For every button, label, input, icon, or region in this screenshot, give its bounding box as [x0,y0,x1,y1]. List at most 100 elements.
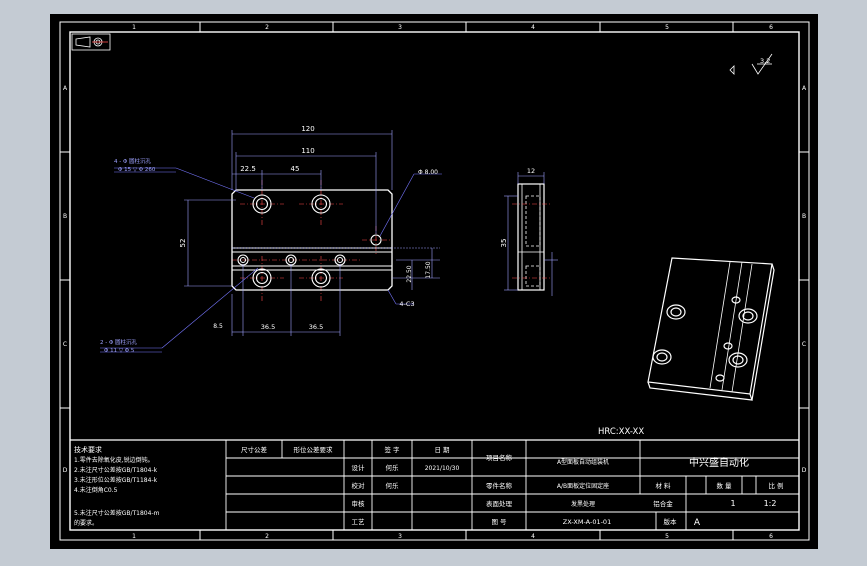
dim-chamfer: 4-C3 [399,300,414,308]
iso-hole-icon [728,352,748,368]
iso-hole-icon [738,308,758,324]
row-label-right: C [802,341,806,348]
dimension-texts: 120 110 22.5 45 52 Φ 8.00 22.50 17.50 8.… [179,125,438,331]
dim-pitch-b: 36.5 [309,323,323,331]
hole-callouts: 4 - Φ 圆柱沉孔 Φ 15 ▽ Φ 260 2 - Φ 圆柱沉孔 Φ 11 … [100,157,156,354]
iso-hole-icon [666,304,686,320]
tb-date: 2021/10/30 [425,465,460,472]
tb-l-version: 版本 [664,517,678,526]
dim-right-hole: Φ 8.00 [418,169,438,176]
notes-line: 1.零件去除氧化皮,锐边倒钝。 [74,456,154,464]
hardness-spec: HRC:XX-XX [598,427,644,437]
dimension-lines [184,130,440,336]
col-label-bottom: 1 [132,533,136,540]
dim-pitch-a: 36.5 [261,323,275,331]
row-label-right: A [802,85,807,92]
col-label-top: 4 [531,24,535,31]
surface-roughness-icon [729,53,773,75]
notes-line: 2.未注尺寸公差按GB/T1804-k [74,466,158,474]
isometric-view [647,257,775,401]
side-view-outline [517,183,545,291]
tb-part: A/B面板定位固定座 [557,482,609,490]
tb-checker: 何乐 [386,481,400,490]
tb-l-part: 零件名称 [486,481,513,490]
tb-r-review: 审核 [352,499,366,508]
counterbore-hole-icon [311,268,331,288]
tb-company: 中兴盛自动化 [689,456,749,469]
col-label-top: 2 [265,24,269,31]
counterbore-holes [237,194,382,288]
tb-h-form: 形位公差要求 [294,445,334,454]
tb-h-date: 日 期 [434,446,450,454]
tb-r-design: 设计 [352,463,366,472]
tb-r-check: 校对 [352,481,366,490]
title-block-texts: 尺寸公差 形位公差要求 签 字 日 期 设计 校对 审核 工艺 何乐 何乐 20… [241,445,784,528]
side-view: 12 35 [500,167,558,296]
tb-designer: 何乐 [386,463,400,472]
notes-line: 3.未注形位公差按GB/T1184-k [74,476,158,484]
row-label-left: D [63,467,68,474]
tb-drawno: ZX-XM-A-01-01 [563,518,611,526]
technical-notes: 技术要求 1.零件去除氧化皮,锐边倒钝。 2.未注尺寸公差按GB/T1804-k… [74,445,160,527]
row-label-right: D [802,467,807,474]
col-label-bottom: 6 [769,533,773,540]
notes-line: 5.未注尺寸公差按GB/T1804-m [74,509,160,517]
notes-line: 4.未注倒角C0.5 [74,486,118,494]
counterbore-hole-icon [252,268,272,288]
tb-qty: 1 [730,499,735,508]
tb-h-sign: 签 字 [384,445,400,454]
tb-r-craft: 工艺 [352,518,366,526]
notes-title: 技术要求 [74,445,102,454]
col-label-top: 3 [398,24,402,31]
row-label-left: B [63,213,67,220]
notes-line: 的要求。 [74,519,98,527]
hole-note-top: Φ 15 ▽ Φ 260 [118,167,156,173]
dim-side-width: 12 [527,167,535,175]
tb-process: 发黑处理 [571,500,595,508]
tb-material: 铝合金 [653,499,673,508]
frame-zone-labels: 1 2 3 4 5 6 1 2 3 4 5 6 A B C D A B C D [63,24,807,540]
dim-row-b: 17.50 [425,261,432,278]
col-label-bottom: 2 [265,533,269,540]
counterbore-hole-icon [252,194,272,214]
tb-scale: 1:2 [764,499,777,508]
iso-hole-icon [652,349,672,365]
tb-h-size: 尺寸公差 [241,445,268,454]
col-label-bottom: 5 [665,533,669,540]
dim-hole-span: 110 [301,147,314,155]
col-label-bottom: 4 [531,533,535,540]
hole-note-bottom: Φ 11 ▽ Φ 5 [104,348,135,354]
hole-note-top: 4 - Φ 圆柱沉孔 [114,157,152,165]
counterbore-hole-icon [311,194,331,214]
tb-version: A [694,518,701,528]
projection-symbol-icon [71,33,111,51]
tb-l-process: 表面处理 [486,499,513,508]
col-label-top: 5 [665,24,669,31]
tb-h-scale: 比 例 [768,481,783,490]
dim-offset: 22.5 [240,165,256,173]
tb-project: A型面板自动组装机 [557,458,609,466]
drawing-sheet [50,14,818,549]
title-block-grid [70,439,799,530]
pin-hole-icon [370,234,382,246]
row-label-left: C [63,341,67,348]
tb-l-drawno: 图 号 [491,518,507,526]
col-label-top: 6 [769,24,773,31]
row-label-right: B [802,213,806,220]
tb-h-material: 材 料 [655,481,671,490]
dim-height: 52 [179,239,187,248]
col-label-bottom: 3 [398,533,402,540]
tb-l-project: 项目名称 [486,453,513,462]
dim-overall-length: 120 [301,125,314,133]
dim-row-a: 22.50 [406,265,413,282]
hole-note-bottom: 2 - Φ 圆柱沉孔 [100,338,138,346]
front-view: 120 110 22.5 45 52 Φ 8.00 22.50 17.50 8.… [100,125,442,354]
roughness-value: 3.2 [760,57,770,65]
dim-edge-left: 8.5 [213,323,223,330]
row-label-left: A [63,85,68,92]
col-label-top: 1 [132,24,136,31]
dim-side-height: 35 [500,239,508,248]
dim-pitch-top: 45 [291,165,300,173]
